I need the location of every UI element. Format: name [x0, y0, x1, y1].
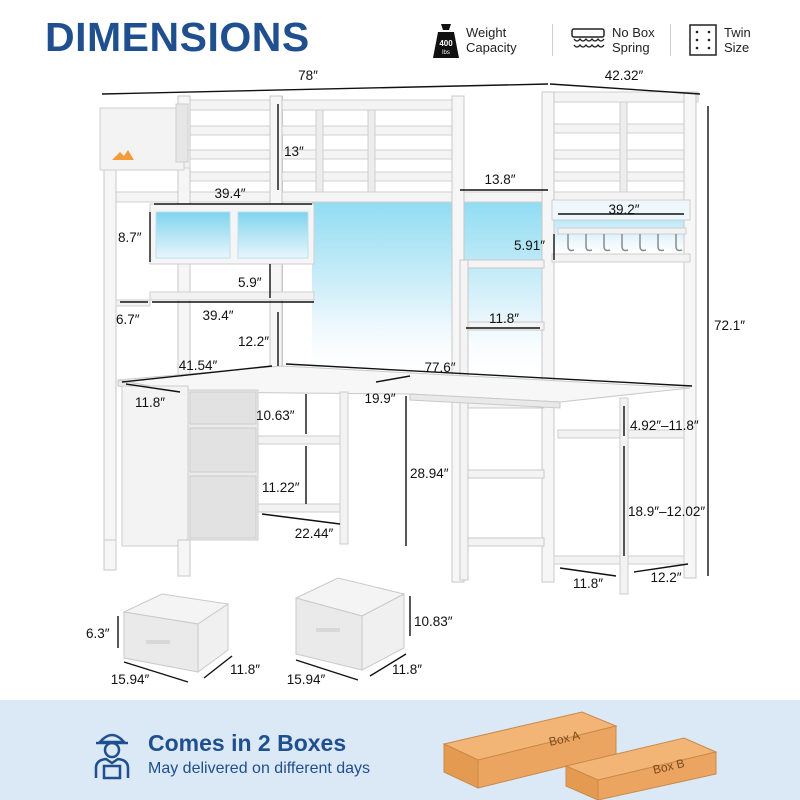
weight-icon: 400 lbs	[433, 24, 459, 58]
feature-label-weight: Weight Capacity	[466, 25, 517, 55]
dim-desk-depth: 19.9″	[364, 391, 395, 406]
feature-label-bed-size: Twin Size	[724, 25, 751, 55]
dim-side-shelf-d2: 12.2″	[650, 570, 681, 585]
dim-lower-shelf-width: 39.4″	[202, 308, 233, 323]
box-b: Box B	[564, 737, 718, 800]
delivery-person-icon	[94, 733, 130, 780]
shipping-subtitle: May delivered on different days	[148, 760, 371, 777]
shipping-boxes-illustration: Box A Box B	[442, 711, 718, 800]
dim-desk-length: 77.6″	[424, 360, 455, 375]
dim-cubby-upper: 10.63″	[256, 408, 295, 423]
divider	[670, 24, 671, 56]
dim-large-box-height: 10.83″	[414, 614, 453, 629]
dim-ladder-step: 11.8″	[489, 311, 519, 326]
dim-small-box-depth: 11.8″	[230, 662, 260, 677]
box-a-label: Box A	[548, 728, 582, 749]
dimension-lines	[101, 83, 709, 683]
dim-shelf-to-desk: 12.2″	[238, 334, 269, 349]
dim-side-shelf-gap: 4.92″–11.8″	[630, 418, 699, 433]
dim-hook-rack-height: 5.91″	[514, 238, 545, 253]
dim-small-box-width: 15.94″	[111, 672, 150, 687]
dim-small-box-height: 6.3″	[86, 626, 110, 641]
feature-weight: 400 lbs Weight Capacity	[432, 18, 532, 62]
dim-side-shelf-height: 18.9″–12.02″	[628, 504, 705, 519]
box-a: Box A	[442, 711, 618, 789]
feature-bed-size: Twin Size	[688, 18, 764, 62]
divider	[552, 24, 553, 56]
pocket-logo-icon	[112, 150, 134, 160]
dim-large-box-depth: 11.8″	[392, 662, 422, 677]
page-title: DIMENSIONS	[45, 14, 310, 60]
dim-shelf-width: 22.44″	[295, 526, 334, 541]
dim-cubby-lower: 11.22″	[262, 480, 300, 495]
dim-large-box-width: 15.94″	[287, 672, 326, 687]
weight-badge-value: 400	[439, 39, 453, 48]
shipping-title: Comes in 2 Boxes	[148, 730, 347, 756]
feature-label-box-spring: No Box Spring	[612, 25, 655, 55]
dim-drawer-depth-side: 11.8″	[135, 395, 165, 410]
storage-box-small	[122, 593, 230, 673]
weight-badge-unit: lbs	[442, 50, 450, 56]
feature-box-spring: No Box Spring	[570, 18, 662, 62]
dim-desk-return-length: 41.54″	[179, 358, 218, 373]
dim-desk-height: 28.94″	[410, 466, 449, 481]
dim-side-shelf-d1: 11.8″	[573, 576, 603, 591]
bed-size-icon	[689, 24, 717, 56]
dim-side-shelf-depth: 6.7″	[116, 312, 140, 327]
dim-top-cabinet-height: 8.7″	[118, 230, 142, 245]
loft-bed-illustration: 78″ 42.32″ 72.1″ 13″ 13.8″ 39.4″ 8.7″ 5.…	[86, 68, 745, 687]
dim-overall-length: 78″	[298, 68, 318, 83]
dim-top-cabinet-width: 39.4″	[214, 186, 245, 201]
storage-box-large	[294, 577, 406, 671]
dim-rack-width: 39.2″	[608, 202, 639, 217]
dim-overall-height: 72.1″	[714, 318, 745, 333]
box-spring-icon	[571, 28, 605, 48]
dim-shelf-gap: 5.9″	[238, 275, 262, 290]
hooks	[567, 234, 683, 252]
dim-ladder-width: 13.8″	[484, 172, 515, 187]
dim-guardrail-height: 13″	[284, 144, 304, 159]
dim-overall-width: 42.32″	[605, 68, 644, 83]
